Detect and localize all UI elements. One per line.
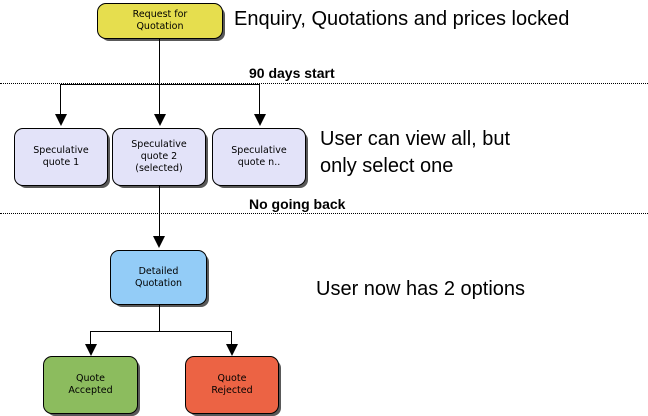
arrowhead-detailed [153, 236, 165, 248]
connector-detailed-to-accepted [90, 331, 91, 345]
node-request-for-quotation[interactable]: Request for Quotation [97, 3, 223, 39]
connector-rfq-stem [159, 39, 160, 84]
node-request-for-quotation-label: Request for Quotation [132, 9, 188, 32]
connector-spec2-to-detailed [159, 186, 160, 238]
node-speculative-quote-1[interactable]: Speculative quote 1 [14, 128, 108, 186]
node-speculative-quote-1-label: Speculative quote 1 [33, 145, 89, 168]
node-detailed-quotation[interactable]: Detailed Quotation [110, 250, 207, 305]
node-quote-accepted[interactable]: Quote Accepted [43, 356, 138, 414]
connector-detailed-stem [159, 305, 160, 331]
connector-detailed-bus [90, 331, 232, 332]
arrowhead-specn [254, 114, 266, 126]
node-quote-accepted-label: Quote Accepted [68, 373, 113, 396]
divider-90-days-start [0, 83, 648, 84]
arrowhead-spec1 [55, 114, 67, 126]
annotation-user-now-has-2-options: User now has 2 options [316, 278, 526, 300]
divider-label-90-days-start: 90 days start [249, 65, 335, 81]
node-speculative-quote-2-label: Speculative quote 2 (selected) [131, 139, 187, 174]
node-quote-rejected[interactable]: Quote Rejected [185, 356, 279, 414]
arrowhead-rejected [226, 344, 238, 356]
connector-rfq-to-specn [259, 84, 260, 116]
arrowhead-spec2 [154, 114, 166, 126]
arrowhead-accepted [85, 344, 97, 356]
divider-no-going-back [0, 213, 648, 214]
node-speculative-quote-n[interactable]: Speculative quote n.. [212, 128, 306, 186]
annotation-user-can-view-all: User can view all, but only select one [320, 128, 511, 177]
connector-rfq-to-spec1 [60, 84, 61, 116]
node-detailed-quotation-label: Detailed Quotation [134, 265, 183, 289]
node-speculative-quote-2-selected[interactable]: Speculative quote 2 (selected) [112, 128, 206, 186]
connector-detailed-to-rejected [231, 331, 232, 345]
annotation-enquiry-quotations-locked: Enquiry, Quotations and prices locked [234, 8, 570, 30]
node-speculative-quote-n-label: Speculative quote n.. [231, 145, 287, 168]
connector-rfq-to-spec2 [159, 84, 160, 116]
divider-label-no-going-back: No going back [249, 196, 346, 212]
node-quote-rejected-label: Quote Rejected [211, 373, 253, 396]
